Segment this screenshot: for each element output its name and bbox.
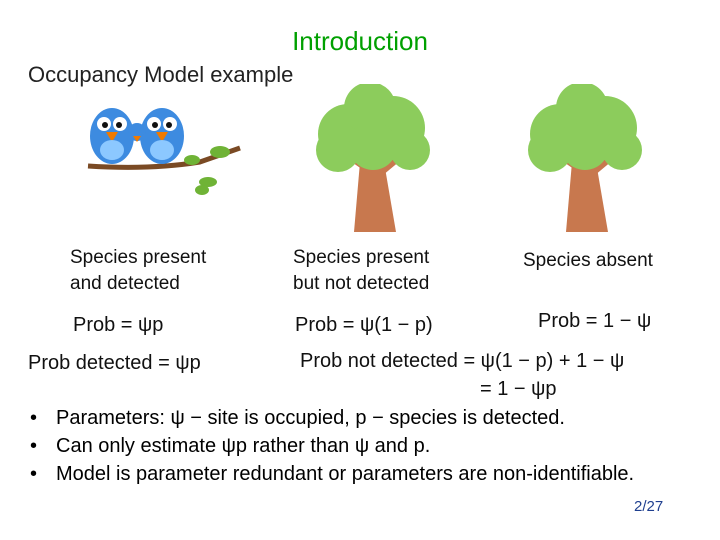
prob-not-detected-formula-cont: = 1 − ψp (480, 378, 557, 400)
prob-formula-2: Prob = ψ(1 − p) (295, 314, 433, 336)
prob-formula-3: Prob = 1 − ψ (538, 310, 652, 332)
caption-line: Species present (70, 247, 207, 268)
bullet-item: • Can only estimate ψp rather than ψ and … (30, 432, 634, 460)
scene-caption-2: Species present but not detected (293, 245, 429, 297)
slide-title: Introduction (292, 26, 428, 56)
tree-illustration-1 (316, 84, 430, 232)
birds-on-branch-illustration (87, 108, 241, 195)
page-number: 2/27 (634, 498, 664, 515)
bullet-list: • Parameters: ψ − site is occupied, p − s… (30, 404, 634, 488)
scene-caption-3: Species absent (523, 248, 653, 274)
slide-subtitle: Occupancy Model example (28, 62, 294, 87)
caption-line: and detected (70, 273, 180, 294)
bullet-text: Model is parameter redundant or paramete… (56, 463, 635, 485)
bullet-glyph: • (30, 463, 38, 485)
bullet-item: • Model is parameter redundant or paramet… (30, 460, 634, 488)
bird-left (90, 108, 134, 164)
bullet-item: • Parameters: ψ − site is occupied, p − s… (30, 404, 634, 432)
scene-caption-1: Species present and detected (70, 245, 206, 297)
tree-illustration-2 (528, 84, 642, 232)
prob-not-detected-formula: Prob not detected = ψ(1 − p) + 1 − ψ (300, 350, 625, 372)
prob-detected-formula: Prob detected = ψp (28, 352, 201, 374)
bird-right (140, 108, 184, 164)
bullet-text: Parameters: ψ − site is occupied, p − sp… (56, 407, 565, 429)
bullet-glyph: • (30, 435, 38, 457)
bullet-text: Can only estimate ψp rather than ψ and p… (56, 435, 431, 457)
bullet-glyph: • (30, 407, 38, 429)
caption-line: Species absent (523, 250, 653, 271)
prob-formula-1: Prob = ψp (73, 314, 164, 336)
caption-line: but not detected (293, 273, 430, 294)
caption-line: Species present (293, 247, 430, 268)
